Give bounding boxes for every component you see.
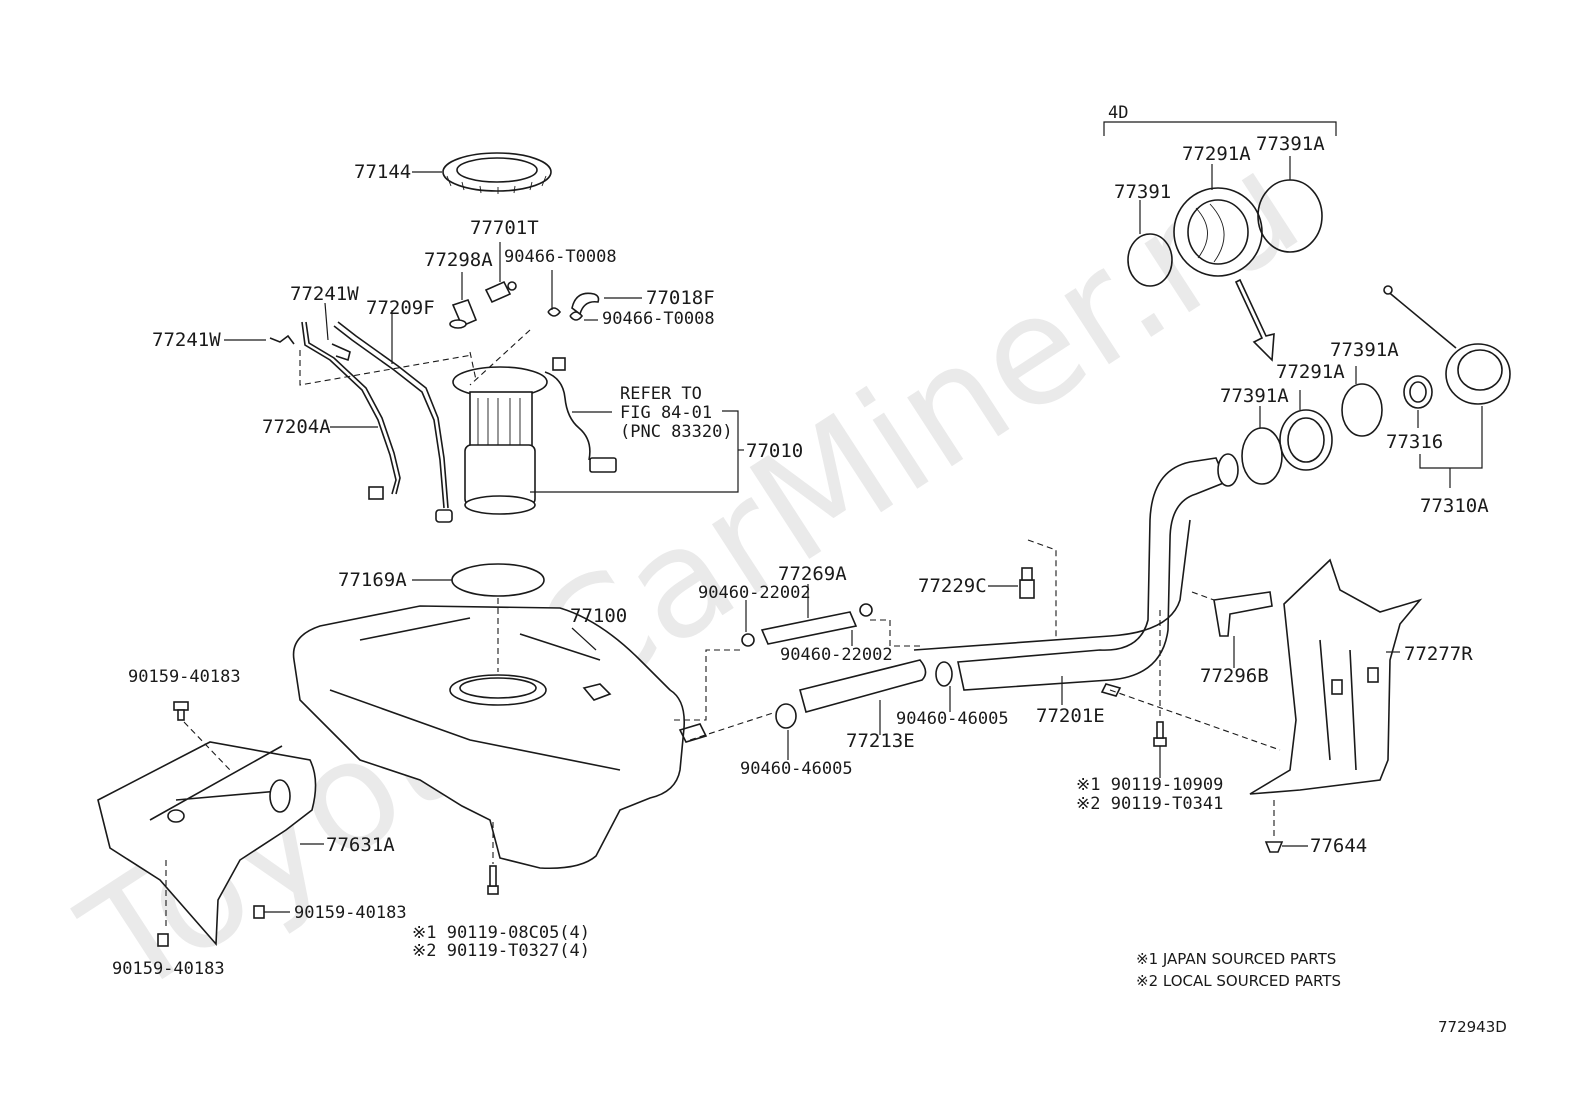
label-77010: 77010 bbox=[746, 440, 803, 462]
label-77296b: 77296B bbox=[1200, 665, 1269, 687]
label-77229c: 77229C bbox=[918, 575, 987, 597]
label-77644: 77644 bbox=[1310, 835, 1367, 857]
label-90466-t0008-upper: 90466-T0008 bbox=[504, 247, 617, 267]
filler-pipe-bracket bbox=[1213, 591, 1273, 637]
tube-clip-left bbox=[269, 334, 295, 345]
label-77391a-right: 77391A bbox=[1330, 339, 1399, 361]
filler-opening-gasket-left bbox=[1241, 427, 1283, 485]
fuel-hose-small bbox=[571, 292, 600, 316]
hose-clamp-lower-left bbox=[775, 703, 797, 729]
filler-opening-housing-4d bbox=[1173, 187, 1263, 277]
label-77201e: 77201E bbox=[1036, 705, 1105, 727]
label-90159-40183-bottom: 90159-40183 bbox=[112, 959, 225, 979]
label-90460-22002-lower: 90460-22002 bbox=[780, 645, 893, 665]
label-90119-t0341: ※2 90119-T0341 bbox=[1076, 794, 1223, 814]
label-refer-line3: (PNC 83320) bbox=[620, 422, 733, 442]
label-90466-t0008-lower: 90466-T0008 bbox=[602, 309, 715, 329]
label-77269a: 77269A bbox=[778, 563, 847, 585]
heat-insulator-clip-bottom bbox=[157, 933, 169, 947]
label-77631a: 77631A bbox=[326, 834, 395, 856]
fuel-sender-tube bbox=[301, 321, 401, 500]
label-77277r: 77277R bbox=[1404, 643, 1473, 665]
label-77169a: 77169A bbox=[338, 569, 407, 591]
label-refer-line2: FIG 84-01 bbox=[620, 403, 712, 423]
fuel-filter-element bbox=[449, 299, 478, 329]
label-77291a-lower: 77291A bbox=[1276, 361, 1345, 383]
label-77298a: 77298A bbox=[424, 249, 493, 271]
legend-note-2: ※2 LOCAL SOURCED PARTS bbox=[1136, 972, 1341, 990]
label-77391a-upper: 77391A bbox=[1256, 133, 1325, 155]
label-77316: 77316 bbox=[1386, 431, 1443, 453]
label-refer-line1: REFER TO bbox=[620, 384, 702, 404]
arrow-to-housing bbox=[1234, 278, 1275, 362]
filler-opening-seal-4d bbox=[1127, 233, 1173, 287]
label-77213e: 77213E bbox=[846, 730, 915, 752]
4d-bracket bbox=[1103, 121, 1337, 136]
diagram-code: 772943D bbox=[1438, 1018, 1507, 1036]
label-90119-t0327: ※2 90119-T0327(4) bbox=[412, 941, 590, 961]
fuel-tank bbox=[292, 605, 708, 870]
filler-opening-housing bbox=[1279, 409, 1333, 471]
filler-pipe-sensor bbox=[1019, 567, 1035, 599]
label-90119-10909: ※1 90119-10909 bbox=[1076, 775, 1223, 795]
filler-pipe-bolt bbox=[1153, 721, 1167, 747]
label-77391a-left: 77391A bbox=[1220, 385, 1289, 407]
tank-bolt bbox=[487, 865, 499, 895]
label-77209f: 77209F bbox=[366, 297, 435, 319]
label-90159-40183-right: 90159-40183 bbox=[294, 903, 407, 923]
tube-clip-right bbox=[331, 343, 351, 362]
heat-insulator-clip-right bbox=[253, 905, 265, 919]
protector-clip bbox=[1264, 841, 1284, 853]
label-77291a-upper: 77291A bbox=[1182, 143, 1251, 165]
label-90460-22002-upper: 90460-22002 bbox=[698, 583, 811, 603]
fuel-tank-cap bbox=[1383, 285, 1511, 405]
fuel-filler-pipe bbox=[913, 453, 1239, 697]
label-90460-46005-right: 90460-46005 bbox=[896, 709, 1009, 729]
filler-hose bbox=[799, 659, 927, 713]
breather-hose bbox=[760, 611, 858, 645]
label-77701t: 77701T bbox=[470, 217, 539, 239]
filler-neck-grommet bbox=[1403, 375, 1433, 409]
label-77204a: 77204A bbox=[262, 416, 331, 438]
fuel-tank-protector bbox=[1249, 558, 1423, 795]
label-4d: 4D bbox=[1108, 103, 1128, 123]
fuel-tank-heat-insulator bbox=[97, 741, 317, 947]
label-77310a: 77310A bbox=[1420, 495, 1489, 517]
label-90460-46005-left: 90460-46005 bbox=[740, 759, 853, 779]
fuel-pump-assembly bbox=[452, 357, 617, 515]
hose-clamp-lower-right bbox=[935, 661, 953, 687]
legend-note-1: ※1 JAPAN SOURCED PARTS bbox=[1136, 950, 1336, 968]
label-77391: 77391 bbox=[1114, 181, 1171, 203]
label-90159-40183-top: 90159-40183 bbox=[128, 667, 241, 687]
label-77144: 77144 bbox=[354, 161, 411, 183]
label-77018f: 77018F bbox=[646, 287, 715, 309]
label-90119-08c05: ※1 90119-08C05(4) bbox=[412, 923, 590, 943]
heat-insulator-clip-top bbox=[173, 701, 189, 721]
label-77241w-left: 77241W bbox=[152, 329, 221, 351]
watermark: Toyota.CarMiner.ru bbox=[54, 119, 1329, 1031]
hose-clamp-right-upper bbox=[859, 603, 873, 617]
fuel-pump-retainer-ring bbox=[442, 152, 552, 194]
label-77241w-upper: 77241W bbox=[290, 283, 359, 305]
hose-clamp-left-upper bbox=[741, 633, 755, 647]
filler-opening-gasket-right bbox=[1341, 383, 1383, 437]
label-77100: 77100 bbox=[570, 605, 627, 627]
fuel-main-tube bbox=[333, 321, 453, 523]
fuel-pressure-regulator bbox=[484, 280, 517, 304]
